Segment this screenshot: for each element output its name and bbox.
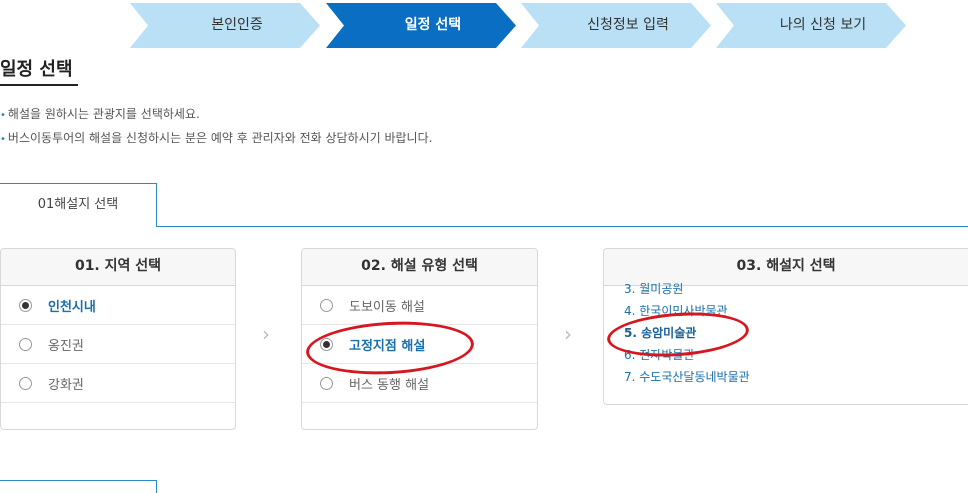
type-option-bus[interactable]: 버스 동행 해설 [302, 364, 537, 403]
site-panel-title: 03. 해설지 선택 [604, 249, 968, 286]
site-item-sudokguksan-museum[interactable]: 7. 수도국산달동네박물관 [624, 370, 750, 384]
step-label: 나의 신청 보기 [779, 17, 867, 33]
radio-unchecked-icon[interactable] [320, 376, 333, 390]
step-label: 신청정보 입력 [587, 17, 669, 33]
instruction-note: •버스이동투어의 해설을 신청하시는 분은 예약 후 관리자와 전화 상담하시기… [0, 131, 433, 145]
step-label: 본인인증 [211, 17, 263, 33]
radio-unchecked-icon[interactable] [320, 298, 333, 312]
instruction-notes: •해설을 원하시는 관광지를 선택하세요. •버스이동투어의 해설을 신청하시는… [0, 106, 432, 154]
instruction-note: •해설을 원하시는 관광지를 선택하세요. [0, 107, 200, 121]
bullet-icon: • [0, 134, 6, 145]
site-panel: 03. 해설지 선택 3. 월미공원 4. 한국이민사박물관 5. 송암미술관 … [603, 248, 968, 405]
site-item-wolmi-park[interactable]: 3. 월미공원 [624, 282, 684, 296]
title-underline [0, 84, 78, 86]
type-panel: 02. 해설 유형 선택 도보이동 해설 고정지점 해설 버스 동행 해설 [301, 248, 538, 430]
type-option-fixed-point[interactable]: 고정지점 해설 [302, 325, 537, 364]
step-application-info: 신청정보 입력 [521, 3, 731, 48]
step-chevron-shape [326, 3, 516, 48]
step-chevron-shape [716, 3, 906, 48]
radio-checked-icon[interactable] [19, 298, 32, 312]
radio-unchecked-icon[interactable] [19, 376, 32, 390]
region-option-ongjin[interactable]: 옹진권 [1, 325, 235, 364]
region-panel-title: 01. 지역 선택 [1, 249, 235, 286]
step-identity-verification: 본인인증 [130, 3, 340, 48]
type-option-walking[interactable]: 도보이동 해설 [302, 286, 537, 325]
chevron-right-icon: › [564, 322, 572, 346]
site-list: 3. 월미공원 4. 한국이민사박물관 5. 송암미술관 6. 전자박물관 7.… [604, 274, 968, 388]
next-section-tab [0, 480, 157, 493]
radio-unchecked-icon[interactable] [19, 337, 32, 351]
page-title: 일정 선택 [0, 59, 73, 80]
tab-divider [157, 226, 968, 227]
step-chevron-shape [521, 3, 711, 48]
bullet-icon: • [0, 110, 6, 121]
site-item-immigration-museum[interactable]: 4. 한국이민사박물관 [624, 304, 728, 318]
step-chevron-shape [130, 3, 320, 48]
region-option-ganghwa[interactable]: 강화권 [1, 364, 235, 403]
type-panel-title: 02. 해설 유형 선택 [302, 249, 537, 286]
radio-checked-icon[interactable] [320, 337, 333, 351]
region-option-incheon[interactable]: 인천시내 [1, 286, 235, 325]
chevron-right-icon: › [262, 322, 270, 346]
tab-site-selection[interactable]: 01해설지 선택 [0, 183, 157, 227]
step-my-application: 나의 신청 보기 [716, 3, 926, 48]
site-item-songam-art-museum[interactable]: 5. 송암미술관 [624, 326, 697, 340]
site-item-electronics-museum[interactable]: 6. 전자박물관 [624, 348, 695, 362]
step-label: 일정 선택 [404, 17, 462, 33]
region-panel: 01. 지역 선택 인천시내 옹진권 강화권 [0, 248, 236, 430]
step-schedule-selection: 일정 선택 [326, 3, 536, 48]
